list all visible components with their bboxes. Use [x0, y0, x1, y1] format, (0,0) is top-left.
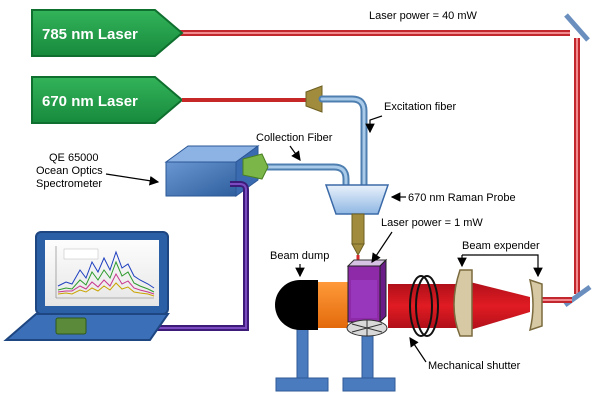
label-spectrometer-2: Ocean Optics — [36, 165, 103, 177]
laser-785-label: 785 nm Laser — [42, 26, 138, 43]
label-mechanical-shutter: Mechanical shutter — [428, 360, 521, 372]
spectrometer-connector — [242, 153, 269, 180]
label-collection-fiber: Collection Fiber — [256, 132, 333, 144]
beam-dump-orange — [318, 282, 348, 328]
raman-probe — [324, 184, 390, 257]
laser-785-box: 785 nm Laser — [31, 9, 184, 57]
expanded-beam — [388, 284, 458, 328]
mirror-top — [564, 13, 590, 42]
beam-dump-stand — [275, 321, 329, 392]
label-laser-power-40: Laser power = 40 mW — [369, 10, 478, 22]
pointer-arrows — [105, 115, 543, 363]
expander-lens-large — [453, 269, 473, 337]
laser-670-label: 670 nm Laser — [42, 93, 138, 110]
beam-expander-cone — [470, 282, 530, 330]
mechanical-shutter — [409, 275, 439, 337]
cuvette-stand — [342, 333, 396, 392]
laser-670-box: 670 nm Laser — [31, 76, 184, 124]
cuvette-base — [346, 319, 388, 337]
fiber-coupler — [305, 85, 323, 113]
beam-dump — [275, 280, 318, 330]
label-spectrometer-3: Spectrometer — [36, 178, 102, 190]
beam-785-path — [178, 30, 580, 294]
laptop — [3, 231, 170, 341]
label-laser-power-1: Laser power = 1 mW — [381, 217, 483, 229]
label-raman-probe: 670 nm Raman Probe — [408, 192, 516, 204]
label-spectrometer-1: QE 65000 — [49, 152, 99, 164]
label-excitation-fiber: Excitation fiber — [384, 101, 456, 113]
cuvette — [346, 258, 388, 324]
expander-lens-small — [528, 278, 543, 332]
label-beam-expender: Beam expender — [462, 240, 540, 252]
spectrometer-box — [164, 145, 260, 197]
laptop-screen-spectrum — [55, 246, 155, 299]
label-beam-dump: Beam dump — [270, 250, 329, 262]
laptop-touchpad — [55, 317, 87, 335]
